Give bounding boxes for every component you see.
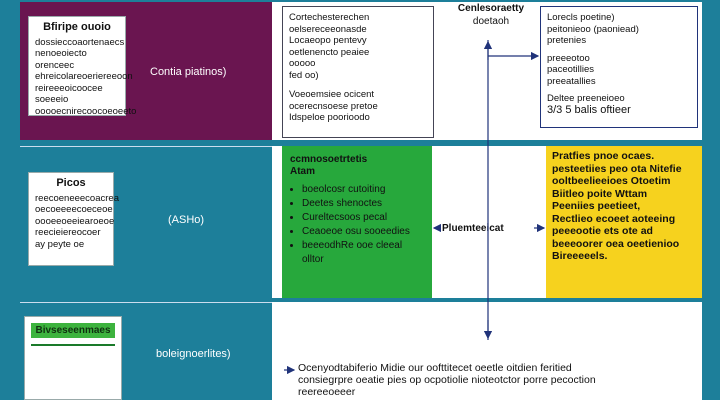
yellow-box-line: pesteetiies peo ota Nitefie [552, 162, 682, 175]
green-box-sub: Atam [290, 166, 316, 177]
row-3-center-label: boleignoerlites) [156, 348, 231, 360]
row-1-box-2-line: paceotillies [547, 64, 594, 75]
row-2-note-line: reecieiereocoer [35, 227, 101, 238]
row-1-note-line: ehreicolareoeriereeoon [35, 71, 133, 82]
row-1-box-1-line: oelsereceeonasde [289, 23, 367, 35]
row-2-note-line: oooeeoeeiearoeoe [35, 215, 115, 227]
row-1-box-1: Cortechesterechen oelsereceeonasde Locae… [282, 6, 434, 138]
green-box-item: boeolcosr cutoiting [302, 184, 424, 196]
row-1-note: Bfiripe ouoio dossieccoaortenaecs nenoeo… [28, 16, 137, 117]
row-2-yellow-box: Pratfies pnoe ocaes. pesteetiies peo ota… [546, 146, 702, 298]
row-2-note-line: ay peyte oe [35, 238, 85, 250]
row-1-header-title: Cenlesoraetty [457, 3, 525, 14]
row-1-box-1-line: ocerecnsoese pretoe [289, 100, 378, 112]
green-box-item: Deetes shenoctes [302, 198, 424, 210]
yellow-box-line: Biitleo poite Wttam [552, 187, 648, 200]
yellow-box-line: Rectlieo ecoeet aoteeing [552, 212, 676, 225]
green-box-item: Ceaoeoe osu sooeedies [302, 226, 424, 238]
row-1-header-sub: doetaoh [472, 16, 510, 27]
row-1-box-2-line: preeeotoo [547, 52, 590, 64]
yellow-box-line: ooltbeelieeioes Otoetim [552, 175, 671, 187]
row-1-box-2-line: Deltee preeneioeo [547, 93, 625, 104]
row-3-bottom-line: consiegrpre oeatie pies op ocpotiolie ni… [298, 374, 596, 386]
row-1-box-1-line: Cortechesterechen [289, 12, 370, 23]
row-1-center-label: Contia piatinos) [150, 66, 227, 78]
row-2-note: Picos reecoeneeecoacrea oecoeeeecoeceoe … [28, 172, 119, 266]
row-3-logo-text: Bivseseenmaes [31, 323, 115, 338]
row-2-note-title: Picos [56, 177, 86, 189]
green-box-tail: olltor [302, 254, 324, 265]
row-1-box-2-line: 3/3 5 balis oftieer [547, 103, 631, 116]
row-2-note-line: reecoeneeecoacrea [35, 192, 119, 204]
row-3-logo-line [31, 344, 115, 346]
yellow-box-line: beeeoorer oea oeetienioo [552, 237, 680, 250]
green-box-item: beeeodhRe ooe cleeal [302, 240, 424, 252]
yellow-box-line: Bireeeeels. [552, 250, 608, 262]
row-2-center-label: (ASHo) [168, 214, 205, 226]
row-1-box-2-line: Lorecls poetine) [547, 12, 615, 23]
row-1-box-2-line: pretenies [547, 35, 587, 46]
yellow-box-line: Pratfies pnoe ocaes. [552, 150, 655, 162]
row-1-box-1-line: Locaeopo pentevy [289, 35, 367, 46]
row-1-box-1-line: ooooo [289, 58, 316, 69]
row-1-box-1-line: fed oo) [289, 69, 319, 81]
yellow-box-line: peeeootie ets ote ad [552, 225, 653, 237]
row-2-note-line: oecoeeeecoeceoe [35, 204, 113, 215]
row-1-box-1-line: oetlenencto peaiee [289, 46, 370, 58]
row-1-note-line: dossieccoaortenaecs [35, 36, 125, 48]
row-1-box-2: Lorecls poetine) peitonieoo (paoniead) p… [540, 6, 698, 128]
green-box-item: Cureltecsoos pecal [302, 212, 424, 224]
row-1-box-1-line: Voeoemsiee ocicent [289, 89, 375, 100]
row-3-bottom-line: reereeoeeer [298, 386, 356, 398]
row-1-note-line: reireeeoicoocee soeeeio [35, 82, 103, 106]
yellow-box-line: Peeniies peetieet, [552, 200, 641, 212]
row-3-right-band [272, 302, 702, 400]
row-1-note-line: ooooecnirecoocoeoeeto [35, 105, 137, 117]
row-3-bottom-line: Ocenyodtabiferio Midie our oofttitecet o… [298, 362, 572, 374]
row-3-logo-card: Bivseseenmaes [24, 316, 122, 400]
green-box-title: ccmnosoetrtetis [290, 154, 368, 165]
row-3-bottom-text: Ocenyodtabiferio Midie our oofttitecet o… [298, 362, 698, 398]
row-1-box-1-line: Idspeloe poorioodo [289, 112, 370, 123]
row-2-green-box: ccmnosoetrtetis Atam boeolcosr cutoiting… [282, 146, 432, 298]
row-1-header-label: Cenlesoraetty doetaoh [444, 2, 538, 28]
row-1-note-title: Bfiripe ouoio [43, 21, 111, 33]
row-1-box-2-line: peitonieoo (paoniead) [547, 23, 639, 35]
row-1-box-2-line: preeatallies [547, 75, 596, 87]
row-2-mid-label: Pluemteeicat [442, 223, 504, 234]
row-1-note-line: nenoeoiecto orenceec [35, 48, 87, 71]
